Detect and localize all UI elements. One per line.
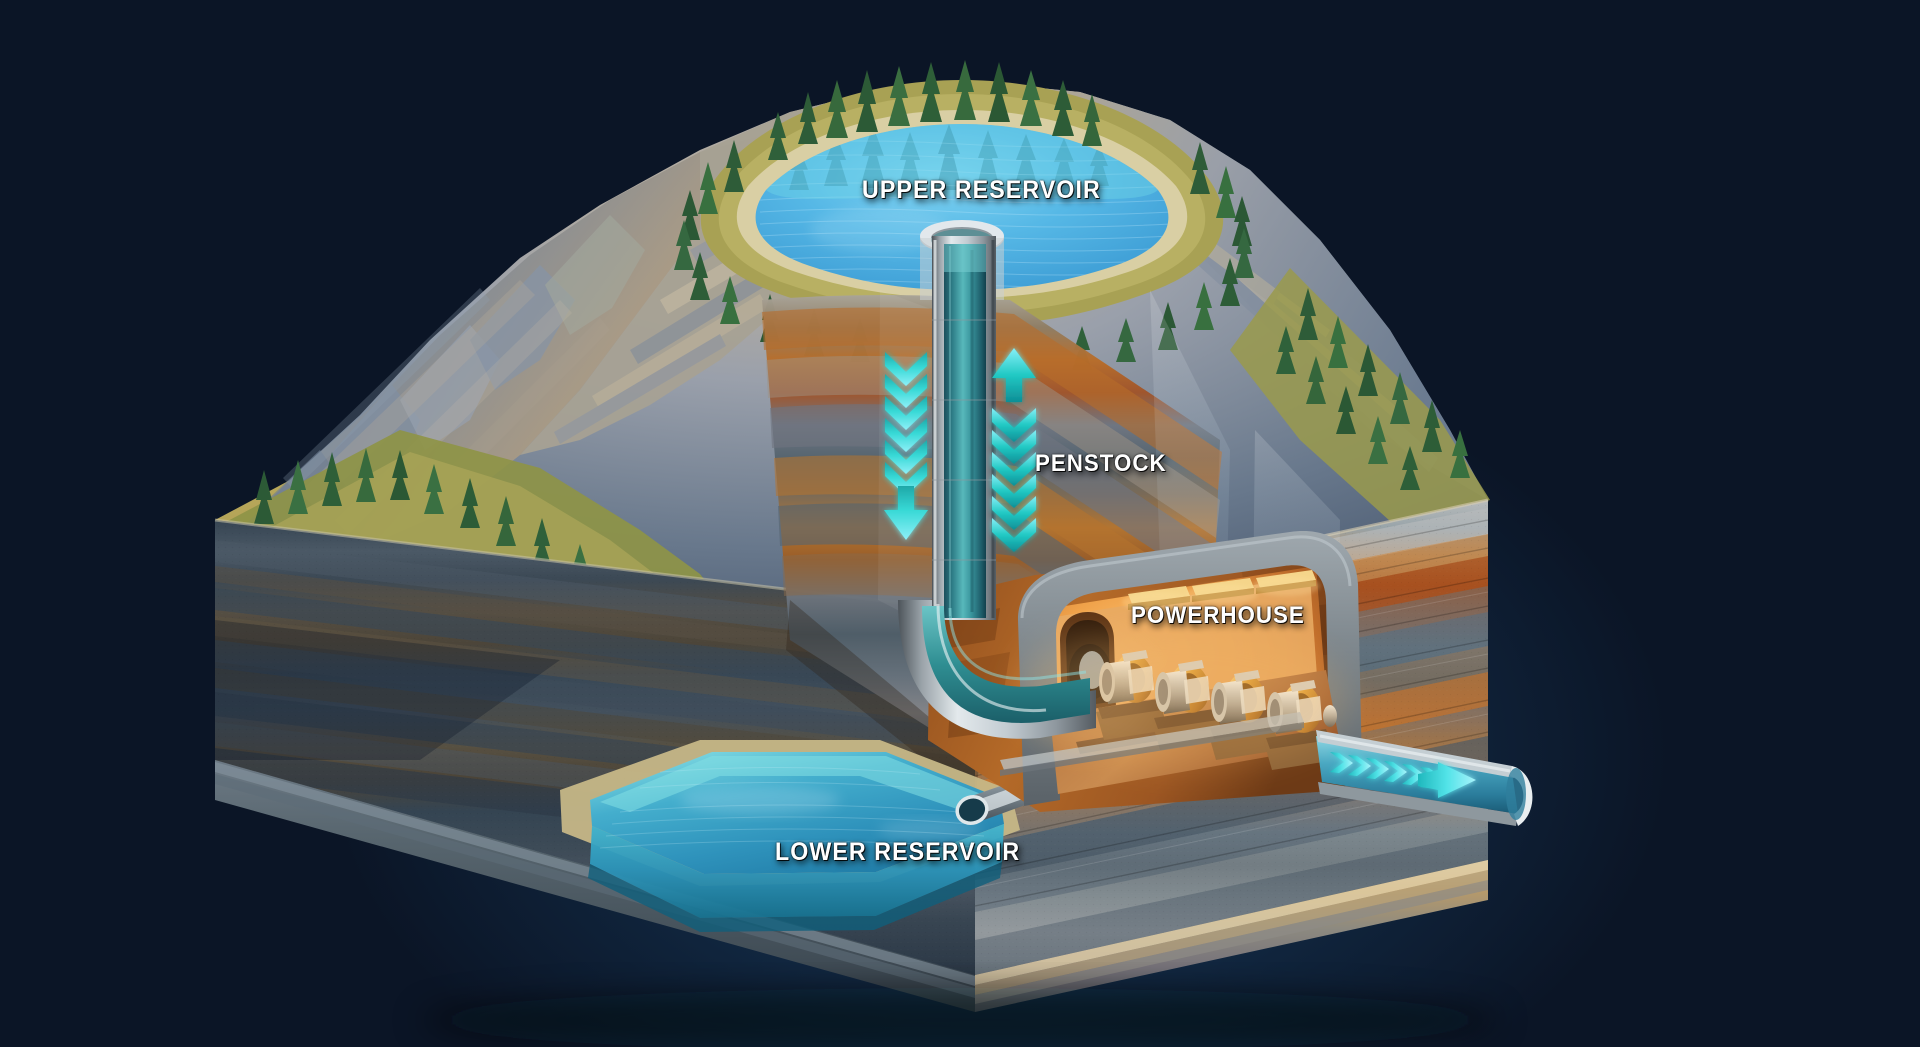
lower-reservoir	[560, 740, 1020, 932]
upper-reservoir	[755, 124, 1169, 290]
right-bench-terrain	[1230, 268, 1490, 530]
penstock-upflow-arrow	[992, 348, 1036, 552]
lake-tree-reflections	[789, 124, 1109, 190]
tailrace-outflow-arrow	[1330, 752, 1476, 798]
penstock-elbow	[898, 600, 1096, 739]
penstock-downflow-arrow	[884, 352, 928, 540]
cavern-ceiling-lights	[1122, 570, 1320, 612]
basement-slab	[215, 760, 1500, 1047]
penstock	[898, 220, 1096, 739]
